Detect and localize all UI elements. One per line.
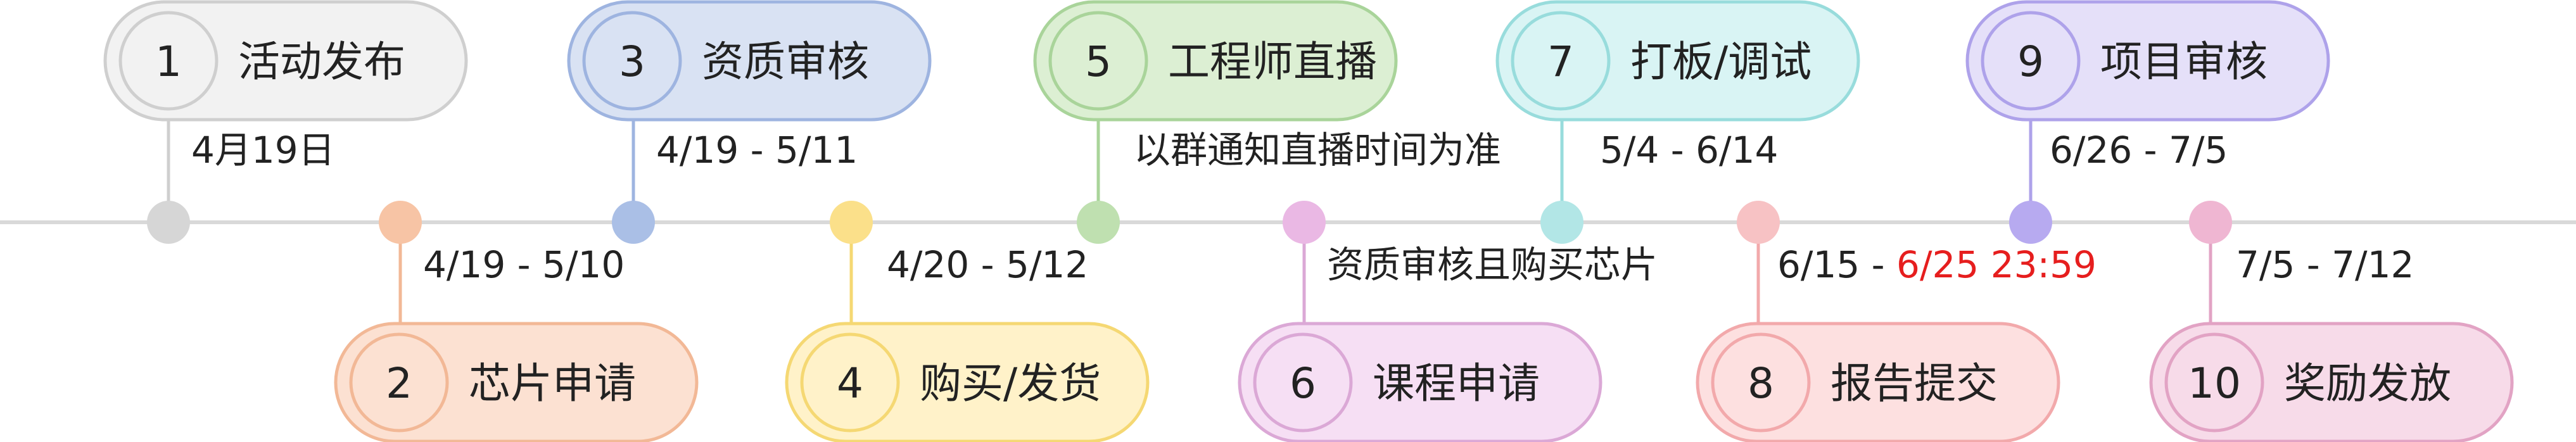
step-number: 6 <box>1290 359 1316 408</box>
step-deadline-highlight: 6/25 23:59 <box>1896 243 2097 286</box>
step-date-text: 以群通知直播时间为准 <box>1134 129 1501 172</box>
step-number-circle <box>582 11 682 111</box>
step-number-circle <box>1253 332 1353 433</box>
step-number-circle <box>349 332 449 433</box>
step-date: 以群通知直播时间为准 <box>1134 129 1501 172</box>
timeline-dot <box>2009 201 2052 244</box>
timeline-dot <box>2189 201 2232 244</box>
step-number: 3 <box>619 37 645 86</box>
step-number-circle <box>1048 11 1148 111</box>
step-date-text: 6/26 - 7/5 <box>2050 129 2228 172</box>
step-date: 4/20 - 5/12 <box>887 243 1088 286</box>
step-number-circle <box>800 332 900 433</box>
step-date: 7/5 - 7/12 <box>2236 243 2414 286</box>
step-label: 芯片申请 <box>469 359 636 408</box>
step-date: 6/26 - 7/5 <box>2050 129 2228 172</box>
step-date: 5/4 - 6/14 <box>1600 129 1778 172</box>
timeline-dot <box>147 201 190 244</box>
step-number-circle <box>1711 332 1811 433</box>
step-date-text: 4/20 - 5/12 <box>887 243 1088 286</box>
step-number-circle <box>118 11 219 111</box>
timeline-dot <box>1737 201 1780 244</box>
timeline-step-4: 4 购买/发货 4/20 - 5/12 <box>785 201 1150 442</box>
step-number-circle <box>2164 332 2264 433</box>
step-label: 打板/调试 <box>1630 37 1811 86</box>
step-number: 7 <box>1547 37 1574 86</box>
timeline-step-10: 10 奖励发放 7/5 - 7/12 <box>2149 201 2514 442</box>
step-number: 2 <box>386 359 412 408</box>
step-label: 工程师直播 <box>1168 37 1377 86</box>
step-number-circle <box>1981 11 2081 111</box>
timeline-dot <box>1077 201 1120 244</box>
step-date-text: 4月19日 <box>191 129 335 172</box>
step-label: 活动发布 <box>238 37 405 86</box>
step-number: 10 <box>2188 359 2241 408</box>
step-number: 1 <box>155 37 182 86</box>
timeline-step-9: 9 项目审核 6/26 - 7/5 <box>1965 0 2330 244</box>
step-date: 6/15 - 6/25 23:59 <box>1777 243 2097 286</box>
step-label: 报告提交 <box>1830 359 1998 408</box>
step-number: 4 <box>837 359 863 408</box>
step-label: 购买/发货 <box>920 359 1101 408</box>
step-date-text: 5/4 - 6/14 <box>1600 129 1778 172</box>
timeline-step-8: 8 报告提交 6/15 - 6/25 23:59 <box>1696 201 2097 442</box>
step-number: 5 <box>1085 37 1112 86</box>
timeline-dot <box>1540 201 1583 244</box>
timeline-step-2: 2 芯片申请 4/19 - 5/10 <box>334 201 699 442</box>
step-date: 4/19 - 5/11 <box>656 129 858 172</box>
timeline-dot <box>830 201 873 244</box>
step-number: 9 <box>2017 37 2044 86</box>
timeline-dot <box>612 201 655 244</box>
step-label: 项目审核 <box>2100 37 2268 86</box>
step-date-text: 4/19 - 5/11 <box>656 129 858 172</box>
timeline-step-3: 3 资质审核 4/19 - 5/11 <box>567 0 932 244</box>
step-label: 课程申请 <box>1373 359 1540 408</box>
step-date: 资质审核且购买芯片 <box>1327 243 1658 286</box>
timeline-step-7: 7 打板/调试 5/4 - 6/14 <box>1495 0 1860 244</box>
step-date-text: 4/19 - 5/10 <box>423 243 625 286</box>
step-label: 资质审核 <box>702 37 869 86</box>
timeline-step-6: 6 课程申请 资质审核且购买芯片 <box>1238 201 1658 442</box>
step-date-text: 7/5 - 7/12 <box>2236 243 2414 286</box>
step-number: 8 <box>1748 359 1774 408</box>
timeline-dot <box>379 201 422 244</box>
timeline-dot <box>1283 201 1326 244</box>
timeline-step-1: 1 活动发布 4月19日 <box>103 0 468 244</box>
step-label: 奖励发放 <box>2284 359 2451 408</box>
step-number-circle <box>1511 11 1611 111</box>
step-date-text: 资质审核且购买芯片 <box>1327 243 1658 286</box>
step-date: 4/19 - 5/10 <box>423 243 625 286</box>
step-date-text: 6/15 - <box>1777 243 1896 286</box>
step-date: 4月19日 <box>191 129 335 172</box>
